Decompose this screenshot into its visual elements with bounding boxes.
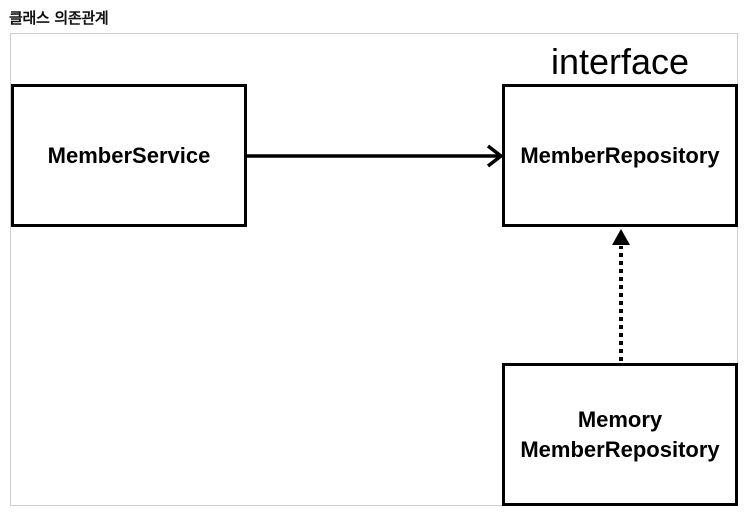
- diagram-frame: [10, 33, 738, 506]
- memory-label-line1: Memory: [577, 406, 663, 432]
- implementation-arrow: [612, 229, 630, 361]
- dependency-arrow: [247, 144, 504, 168]
- member-repository-label: MemberRepository: [520, 142, 720, 168]
- member-service-label: MemberService: [47, 142, 211, 168]
- member-service-box: MemberService: [11, 84, 247, 227]
- interface-stereotype-label: interface: [550, 41, 690, 82]
- memory-label-line2: MemberRepository: [520, 436, 720, 462]
- memory-member-repository-box: Memory MemberRepository: [502, 363, 738, 506]
- member-repository-box: MemberRepository: [502, 84, 738, 227]
- page-title: 클래스 의존관계: [9, 9, 109, 27]
